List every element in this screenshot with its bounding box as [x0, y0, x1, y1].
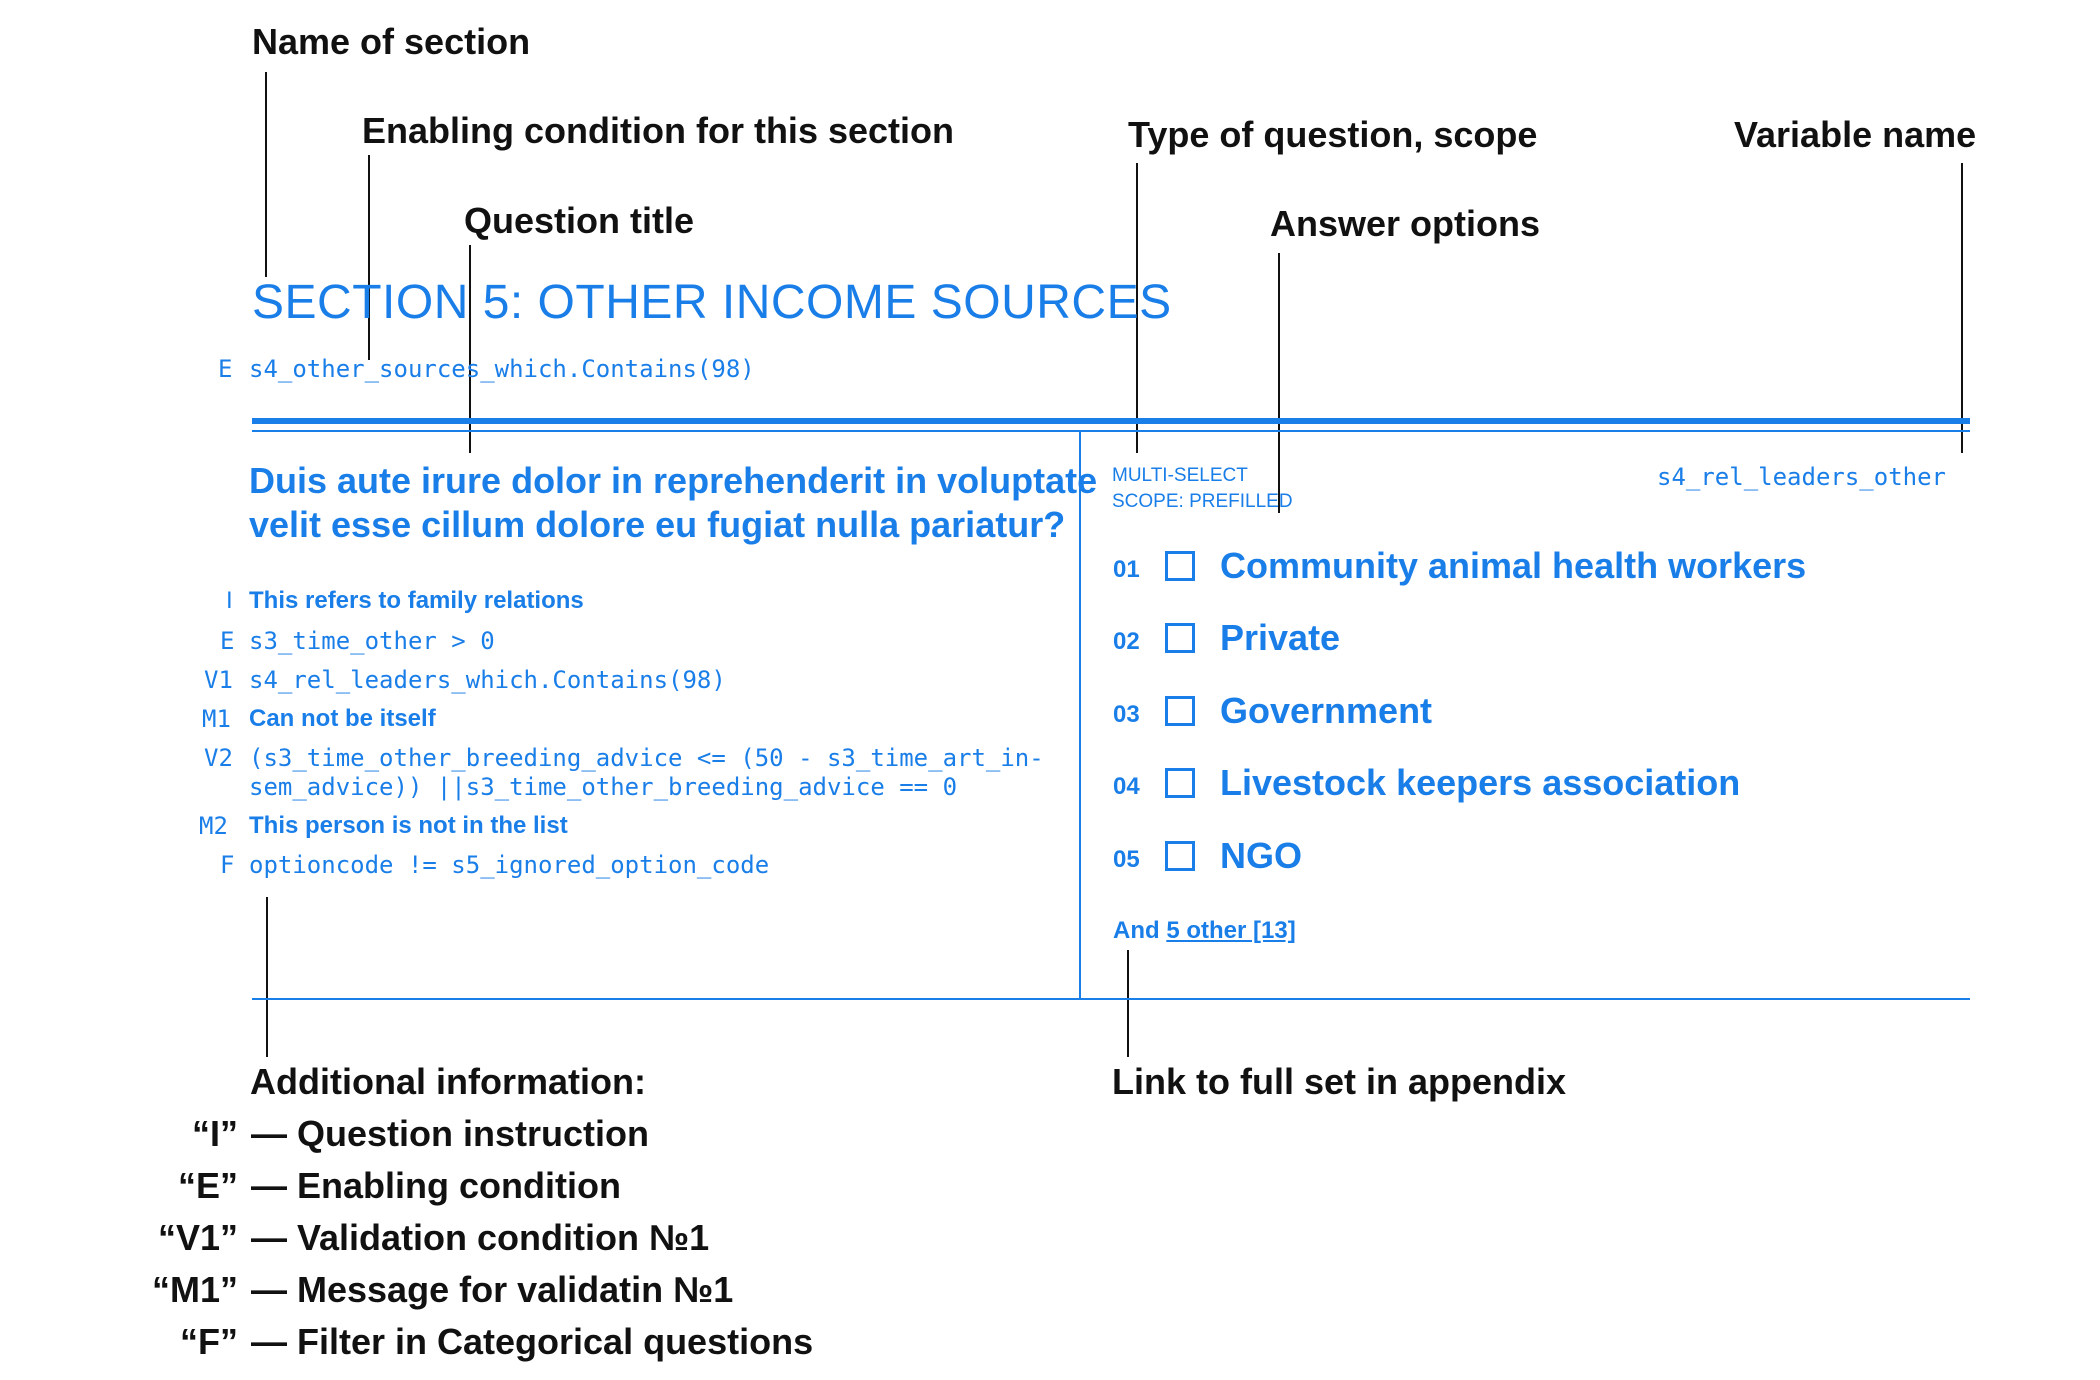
info-validation-1-text: s4_rel_leaders_which.Contains(98) — [249, 666, 726, 694]
legend-desc-instruction: — Question instruction — [251, 1113, 650, 1154]
option-code-04: 04 — [1113, 773, 1140, 800]
option-label-03: Government — [1220, 690, 1433, 731]
more-options-link[interactable]: 5 other [13] — [1166, 917, 1296, 944]
info-label-enabling: E — [220, 627, 235, 655]
info-enabling-text: s3_time_other > 0 — [249, 627, 495, 655]
legend-desc-enabling: — Enabling condition — [251, 1165, 621, 1206]
legend-key-instruction: “I” — [191, 1113, 238, 1154]
callout-question-title: Question title — [464, 200, 695, 241]
legend-desc-message-1: — Message for validatin №1 — [251, 1269, 734, 1310]
question-variable-name: s4_rel_leaders_other — [1657, 463, 1946, 491]
question-title-line-1: Duis aute irure dolor in reprehenderit i… — [249, 460, 1098, 501]
callout-answer-options: Answer options — [1270, 203, 1541, 244]
option-checkbox-04[interactable] — [1165, 768, 1195, 798]
question-type: MULTI-SELECT — [1112, 465, 1248, 486]
option-checkbox-03[interactable] — [1165, 696, 1195, 726]
more-options-prefix: And — [1113, 917, 1160, 944]
leader-line-section — [265, 72, 267, 277]
callout-name-of-section: Name of section — [252, 21, 531, 62]
leader-line-answer-options — [1278, 253, 1280, 513]
option-label-02: Private — [1220, 617, 1341, 658]
option-code-01: 01 — [1113, 556, 1140, 583]
section-title: SECTION 5: OTHER INCOME SOURCES — [252, 276, 1172, 329]
leader-line-enabling — [368, 155, 370, 360]
option-code-02: 02 — [1113, 628, 1140, 655]
callout-enabling-condition: Enabling condition for this section — [362, 110, 954, 151]
callout-type-scope: Type of question, scope — [1128, 114, 1538, 155]
leader-line-question-title — [469, 245, 471, 453]
legend-desc-validation-1: — Validation condition №1 — [251, 1217, 710, 1258]
question-title-line-2: velit esse cillum dolore eu fugiat nulla… — [249, 504, 1066, 545]
section-rule-thin — [252, 430, 1970, 432]
info-label-message-1: M1 — [202, 705, 231, 733]
legend-key-validation-1: “V1” — [157, 1217, 238, 1258]
option-label-05: NGO — [1220, 835, 1303, 876]
more-options-text: And 5 other [13] — [1113, 917, 1296, 945]
option-checkbox-02[interactable] — [1165, 623, 1195, 653]
section-rule-thick — [252, 418, 1970, 424]
section-enabling-label: E — [218, 355, 233, 383]
callout-link-appendix: Link to full set in appendix — [1112, 1061, 1567, 1102]
legend-desc-filter: — Filter in Categorical questions — [251, 1321, 814, 1362]
info-message-2-text: This person is not in the list — [249, 812, 568, 839]
option-code-03: 03 — [1113, 701, 1140, 728]
section-enabling-condition: s4_other_sources_which.Contains(98) — [249, 355, 755, 383]
legend-key-message-1: “M1” — [151, 1269, 238, 1310]
info-label-filter: F — [220, 851, 235, 879]
leader-line-additional-info — [266, 897, 268, 1057]
option-code-05: 05 — [1113, 846, 1140, 873]
question-scope: SCOPE: PREFILLED — [1112, 491, 1293, 512]
info-instruction-text: This refers to family relations — [249, 587, 584, 614]
info-validation-2-text-line-1: (s3_time_other_breeding_advice <= (50 - … — [249, 744, 1044, 772]
option-label-01: Community animal health workers — [1220, 545, 1807, 586]
leader-line-link-appendix — [1127, 950, 1129, 1057]
leader-line-type-scope — [1136, 163, 1138, 453]
info-label-message-2: M2 — [199, 812, 228, 840]
legend-key-enabling: “E” — [177, 1165, 238, 1206]
leader-line-variable — [1961, 163, 1963, 453]
info-message-1-text: Can not be itself — [249, 705, 436, 732]
callout-additional-info: Additional information: — [250, 1061, 646, 1102]
info-validation-2-text-line-2: sem_advice)) ||s3_time_other_breeding_ad… — [249, 773, 958, 801]
info-label-instruction: I — [226, 587, 233, 614]
info-label-validation-2: V2 — [204, 744, 233, 772]
info-filter-text: optioncode != s5_ignored_option_code — [249, 851, 770, 879]
legend-key-filter: “F” — [180, 1321, 238, 1362]
option-checkbox-05[interactable] — [1165, 841, 1195, 871]
column-divider — [1079, 432, 1081, 998]
option-checkbox-01[interactable] — [1165, 551, 1195, 581]
option-label-04: Livestock keepers association — [1220, 762, 1741, 803]
question-bottom-rule — [252, 998, 1970, 1000]
callout-variable-name: Variable name — [1734, 114, 1977, 155]
info-label-validation-1: V1 — [204, 666, 233, 694]
